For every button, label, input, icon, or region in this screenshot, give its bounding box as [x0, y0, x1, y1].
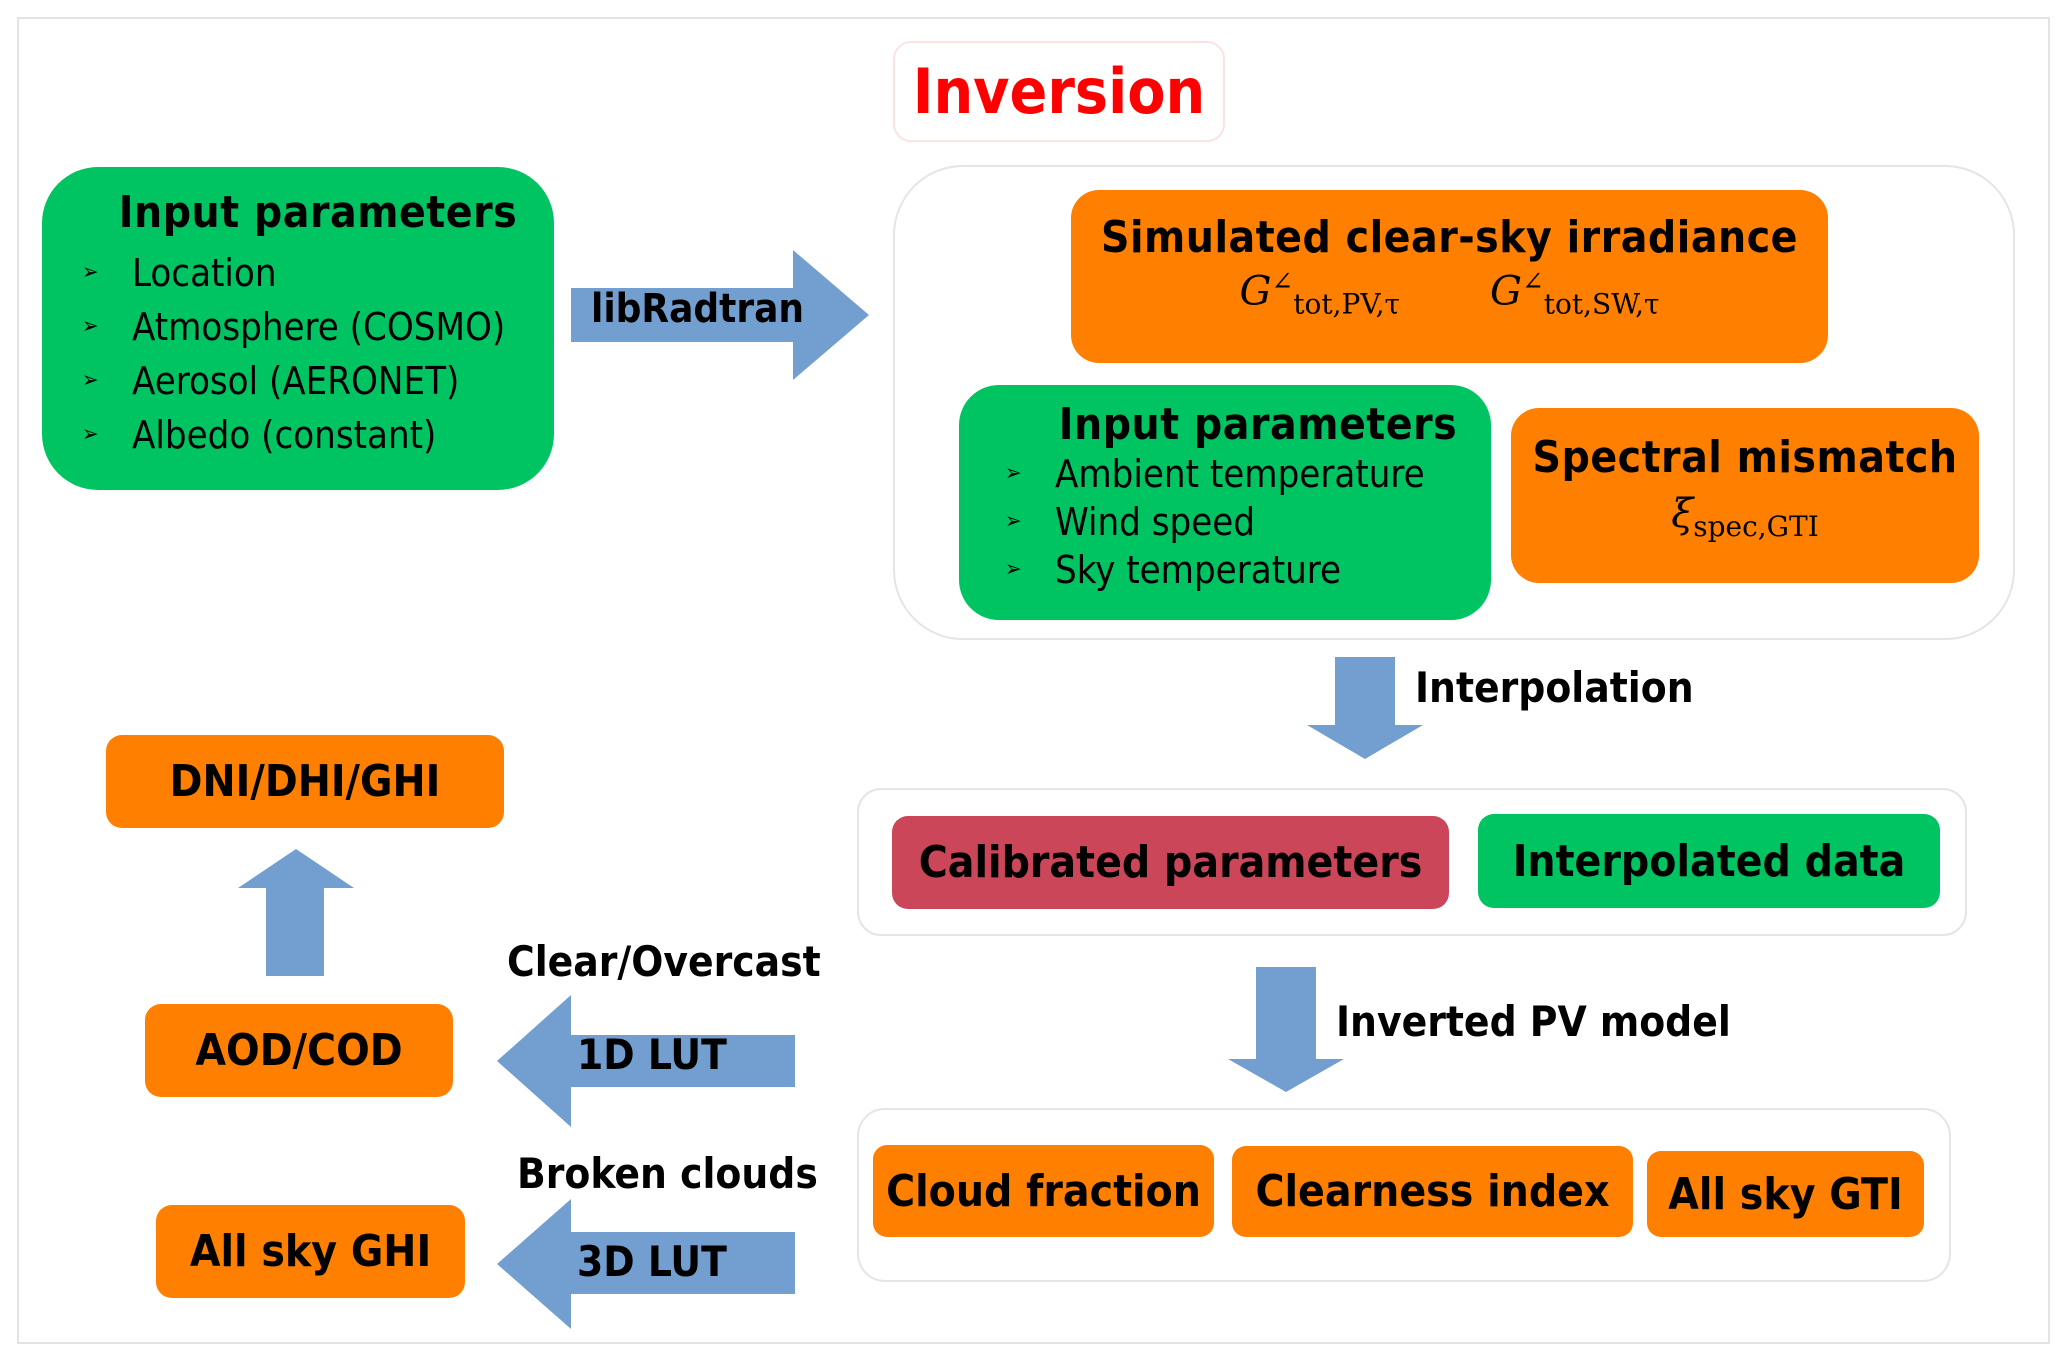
cloud-fraction-box: Cloud fraction	[873, 1145, 1214, 1237]
input-parameters-box: Input parameters ➢Location ➢Atmosphere (…	[42, 167, 554, 490]
inner-input-parameters-box: Input parameters ➢Ambient temperature ➢W…	[959, 385, 1491, 620]
bullet-icon: ➢	[1005, 557, 1022, 582]
list-item: ➢Wind speed	[1005, 500, 1256, 544]
inverted-pv-label: Inverted PV model	[1336, 997, 1731, 1046]
input-parameters-heading: Input parameters	[118, 187, 518, 238]
formula-g-sw: G∠tot,SW,τ	[1490, 267, 1660, 321]
dni-dhi-ghi-box: DNI/DHI/GHI	[106, 735, 504, 828]
librad-label: libRadtran	[591, 286, 805, 332]
interpolated-data-box: Interpolated data	[1478, 814, 1940, 908]
calibrated-parameters-box: Calibrated parameters	[892, 816, 1449, 909]
formula-row: G∠tot,PV,τ G∠tot,SW,τ	[1071, 267, 1828, 320]
all-sky-ghi-box: All sky GHI	[156, 1205, 465, 1298]
all-sky-gti-box: All sky GTI	[1647, 1151, 1924, 1237]
list-item: ➢Ambient temperature	[1005, 452, 1425, 496]
interpolation-label: Interpolation	[1415, 663, 1694, 712]
formula-xi: ξspec,GTI	[1671, 491, 1819, 543]
left-arrow-icon	[497, 1199, 795, 1329]
inversion-title-box: Inversion	[893, 41, 1225, 142]
bullet-icon: ➢	[82, 314, 99, 339]
aod-cod-box: AOD/COD	[145, 1004, 453, 1097]
inner-input-parameters-list: ➢Ambient temperature ➢Wind speed ➢Sky te…	[1005, 450, 1471, 594]
bullet-icon: ➢	[1005, 509, 1022, 534]
formula-g-pv: G∠tot,PV,τ	[1239, 267, 1401, 321]
down-arrow-icon	[1228, 967, 1344, 1092]
lut-3d-label: 3D LUT	[577, 1237, 727, 1286]
clearness-index-box: Clearness index	[1232, 1146, 1633, 1237]
lut-1d-label: 1D LUT	[577, 1030, 727, 1079]
inversion-title: Inversion	[912, 55, 1206, 128]
list-item: ➢Location	[82, 246, 524, 300]
bullet-icon: ➢	[82, 368, 99, 393]
left-arrow-icon	[497, 995, 795, 1127]
spectral-mismatch-heading: Spectral mismatch	[1532, 432, 1958, 483]
simulated-irradiance-box: Simulated clear-sky irradiance G∠tot,PV,…	[1071, 190, 1828, 363]
input-parameters-list: ➢Location ➢Atmosphere (COSMO) ➢Aerosol (…	[82, 246, 524, 462]
list-item: ➢Atmosphere (COSMO)	[82, 300, 524, 354]
broken-clouds-label: Broken clouds	[517, 1149, 818, 1198]
diagram-frame	[17, 17, 2050, 1344]
list-item: ➢Sky temperature	[1005, 548, 1342, 592]
list-item: ➢Aerosol (AERONET)	[82, 354, 524, 408]
bullet-icon: ➢	[1005, 461, 1022, 486]
simulated-irradiance-heading: Simulated clear-sky irradiance	[1100, 212, 1799, 263]
formula-row: ξspec,GTI	[1511, 491, 1979, 543]
inner-input-parameters-heading: Input parameters	[1058, 399, 1458, 450]
down-arrow-icon	[1307, 657, 1423, 759]
up-arrow-icon	[238, 849, 354, 976]
bullet-icon: ➢	[82, 422, 99, 447]
right-arrow-icon	[571, 250, 869, 380]
bullet-icon: ➢	[82, 260, 99, 285]
spectral-mismatch-box: Spectral mismatch ξspec,GTI	[1511, 408, 1979, 583]
list-item: ➢Albedo (constant)	[82, 408, 524, 462]
clear-overcast-label: Clear/Overcast	[507, 937, 821, 986]
